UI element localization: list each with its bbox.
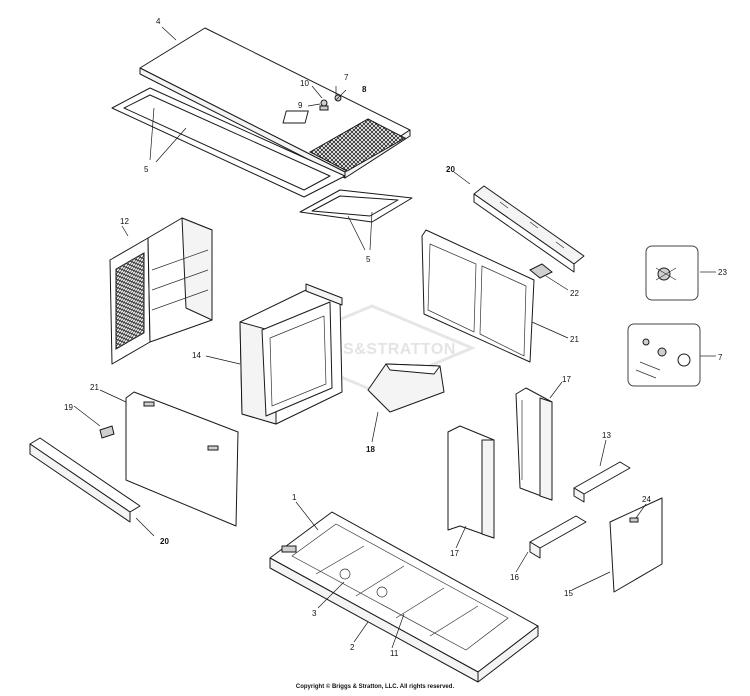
side-grille-frame bbox=[109, 217, 213, 365]
rear-top-rail bbox=[473, 185, 585, 273]
roof-gasket-left bbox=[111, 87, 346, 198]
callout-5-right: 5 bbox=[366, 255, 371, 264]
leader-lines bbox=[73, 26, 716, 649]
callout-12: 12 bbox=[120, 217, 129, 226]
callout-16: 16 bbox=[510, 573, 519, 582]
callout-20-top: 20 bbox=[446, 165, 455, 174]
callout-21-front: 21 bbox=[90, 383, 99, 392]
callout-20-front: 20 bbox=[160, 537, 169, 546]
air-baffle bbox=[367, 363, 445, 413]
center-frame bbox=[239, 283, 343, 425]
door-handle bbox=[99, 425, 115, 439]
callout-11: 11 bbox=[390, 649, 399, 658]
roof-panel bbox=[139, 27, 411, 179]
callout-labels: 4 5 5 7 8 9 10 12 20 22 21 23 7 14 21 19… bbox=[64, 17, 727, 658]
kit-box-7 bbox=[627, 323, 701, 387]
callout-17-post: 17 bbox=[562, 375, 571, 384]
callout-2: 2 bbox=[350, 643, 355, 652]
callout-10: 10 bbox=[300, 79, 309, 88]
side-panel bbox=[609, 497, 663, 593]
side-channel bbox=[447, 425, 495, 539]
callout-23: 23 bbox=[718, 268, 727, 277]
front-bottom-rail bbox=[29, 437, 141, 523]
base-frame bbox=[269, 511, 539, 683]
copyright-notice: Copyright © Briggs & Stratton, LLC. All … bbox=[295, 684, 455, 690]
callout-18: 18 bbox=[366, 445, 375, 454]
mounting-bracket bbox=[529, 263, 553, 279]
callout-19: 19 bbox=[64, 403, 73, 412]
roof-gasket-right bbox=[299, 189, 413, 223]
callout-9: 9 bbox=[298, 101, 303, 110]
callout-14: 14 bbox=[192, 351, 201, 360]
callout-17-channel: 17 bbox=[450, 549, 459, 558]
vertical-post bbox=[515, 387, 553, 501]
callout-21-rear: 21 bbox=[570, 335, 579, 344]
callout-13: 13 bbox=[602, 431, 611, 440]
callout-15: 15 bbox=[564, 589, 573, 598]
callout-3: 3 bbox=[312, 609, 317, 618]
double-door-panel bbox=[421, 229, 535, 363]
callout-4: 4 bbox=[156, 17, 161, 26]
callout-5-left: 5 bbox=[144, 165, 149, 174]
callout-7-roof: 7 bbox=[344, 73, 349, 82]
callout-24: 24 bbox=[642, 495, 651, 504]
kit-box-23 bbox=[645, 245, 699, 301]
callout-8: 8 bbox=[362, 85, 367, 94]
callout-7-kit: 7 bbox=[718, 353, 723, 362]
front-door-panel bbox=[125, 391, 239, 527]
lower-rail bbox=[529, 515, 587, 559]
right-rail bbox=[573, 461, 631, 503]
callout-1: 1 bbox=[292, 493, 297, 502]
callout-22: 22 bbox=[570, 289, 579, 298]
